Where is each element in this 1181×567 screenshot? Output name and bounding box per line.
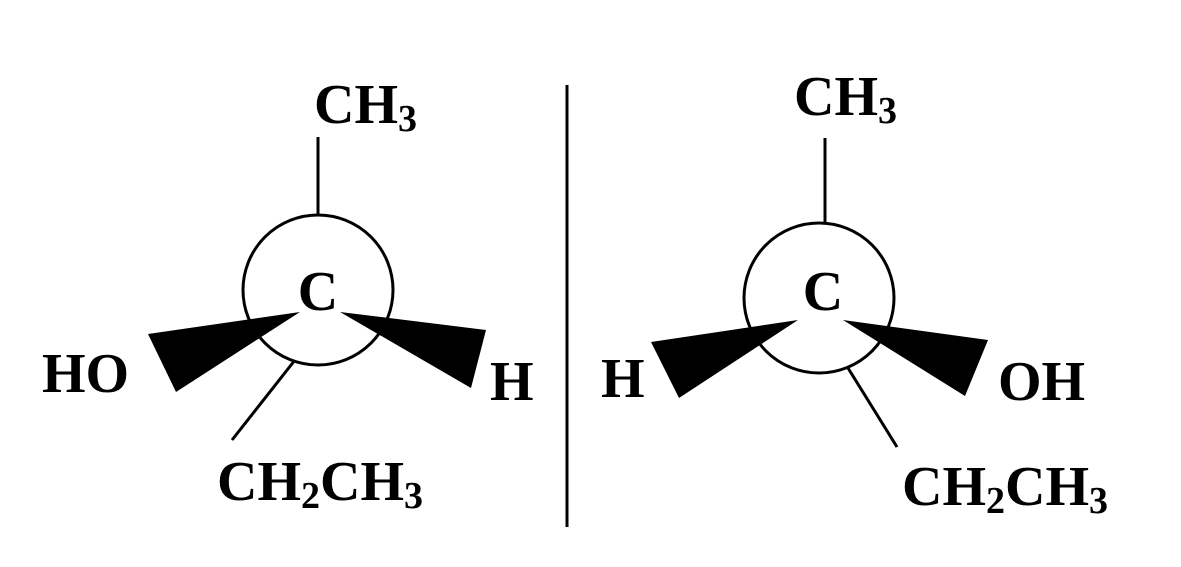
right-bottom-a: CH: [902, 456, 986, 518]
right-left-label: H: [601, 348, 645, 410]
right-top-main: CH: [794, 66, 878, 128]
right-carbon-circle: [742, 221, 896, 375]
left-molecule: C CH3 HO H CH2CH3: [42, 74, 534, 517]
left-bottom-a-sub: 2: [301, 475, 320, 517]
left-wedge-h: [340, 312, 486, 388]
right-bottom-a-sub: 2: [986, 480, 1005, 522]
right-bottom-b: CH: [1005, 456, 1089, 518]
left-top-main: CH: [314, 74, 398, 136]
right-bottom-b-sub: 3: [1089, 480, 1108, 522]
left-top-label: CH3: [314, 74, 417, 140]
right-right-label: OH: [998, 351, 1085, 413]
left-left-label: HO: [42, 343, 129, 405]
right-bottom-label: CH2CH3: [902, 456, 1108, 522]
left-carbon-circle: [241, 213, 395, 367]
left-bottom-b-sub: 3: [404, 475, 423, 517]
right-center-atom: C: [803, 261, 843, 323]
left-bottom-a: CH: [217, 451, 301, 513]
right-molecule: C CH3 H OH CH2CH3: [601, 66, 1108, 522]
right-top-label: CH3: [794, 66, 897, 132]
left-bottom-label: CH2CH3: [217, 451, 423, 517]
left-center-atom: C: [298, 261, 338, 323]
right-bottom-bond: [846, 367, 899, 448]
right-wedge-oh: [843, 320, 988, 396]
left-bottom-b: CH: [320, 451, 404, 513]
left-top-sub: 3: [398, 98, 417, 140]
right-top-sub: 3: [878, 90, 897, 132]
right-wedge-h: [651, 320, 798, 398]
left-right-label: H: [490, 351, 534, 413]
left-bottom-bond: [230, 359, 297, 441]
left-wedge-ho: [148, 312, 300, 392]
